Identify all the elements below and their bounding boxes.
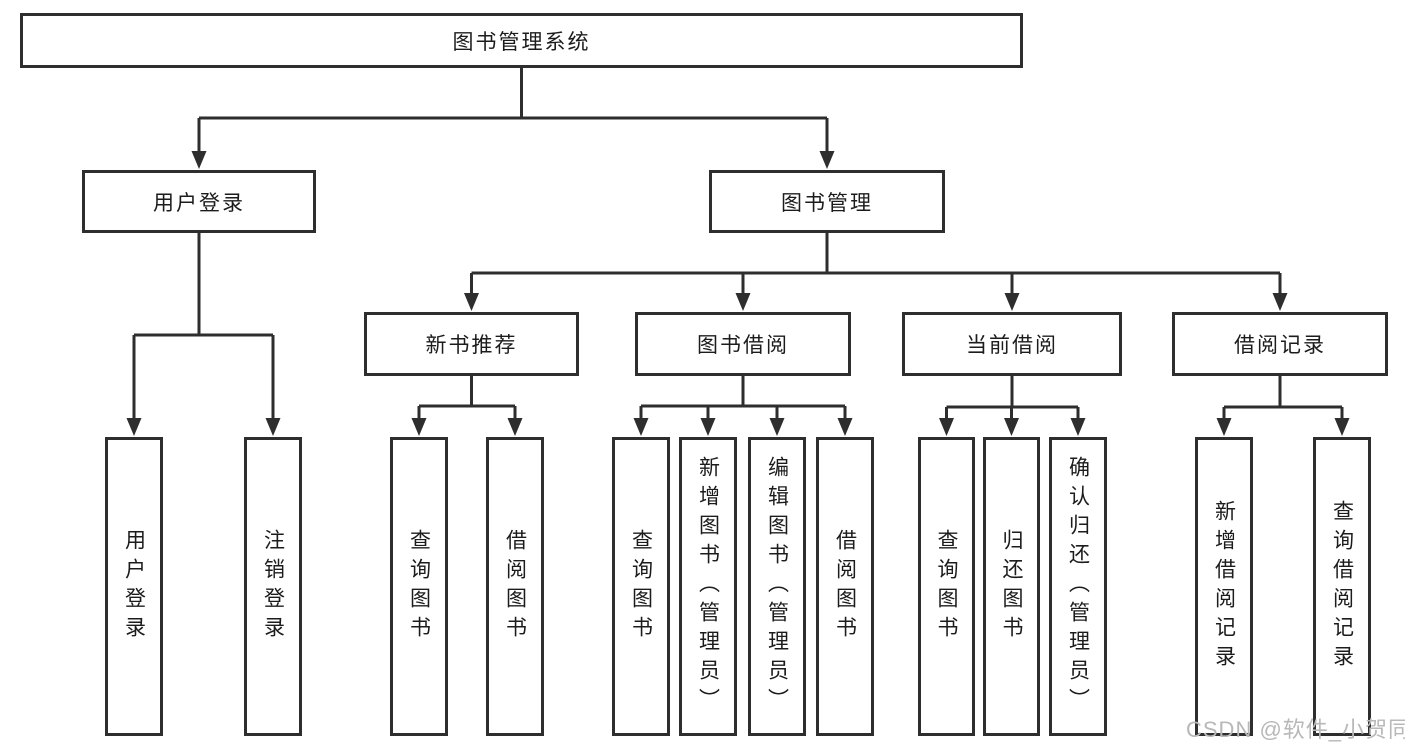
connector-borrow-records [1216,376,1350,436]
node-leaf-cb-query: 查询图书 [918,437,975,736]
node-label-root: 图书管理系统 [452,30,591,54]
node-leaf-bb-add: 新增图书（管理员） [679,437,737,736]
arrowhead-icon [126,418,142,436]
watermark: CSDN @软件_小贺同学 [1186,717,1405,742]
connector-path [132,233,275,425]
connector-path [945,376,1080,425]
node-label-leaf-nb-query: 查询图书 [407,528,431,645]
arrowhead-icon [700,418,716,436]
arrowhead-icon [1004,293,1020,311]
node-new-books: 新书推荐 [364,312,579,376]
arrowhead-icon [819,151,835,169]
node-label-new-books: 新书推荐 [425,334,518,357]
connector-path [197,68,829,158]
connector-new-books [411,376,523,436]
node-borrow-records: 借阅记录 [1172,312,1388,376]
node-leaf-bb-edit: 编辑图书（管理员） [748,437,806,736]
arrowhead-icon [191,151,207,169]
arrowhead-icon [411,418,427,436]
node-label-leaf-cb-return: 归还图书 [1000,528,1024,645]
node-leaf-br-query: 查询借阅记录 [1313,437,1371,736]
arrowhead-icon [633,418,649,436]
node-label-book-borrow: 图书借阅 [697,334,789,357]
arrowhead-icon [837,418,853,436]
node-leaf-user-login: 用户登录 [105,437,163,736]
node-label-leaf-cb-query: 查询图书 [935,528,959,645]
node-label-leaf-cb-confirm: 确认归还（管理员） [1066,456,1090,717]
arrowhead-icon [1070,418,1086,436]
node-label-leaf-br-add: 新增借阅记录 [1212,499,1236,674]
node-label-user-login: 用户登录 [153,191,245,215]
arrowhead-icon [735,293,751,311]
connector-user-login [126,233,281,436]
node-label-leaf-logout: 注销登录 [261,528,285,645]
arrowhead-icon [464,293,479,311]
node-book-mgmt: 图书管理 [709,170,945,233]
node-leaf-cb-confirm: 确认归还（管理员） [1049,437,1107,736]
node-label-leaf-user-login: 用户登录 [122,528,146,645]
arrowhead-icon [769,418,785,436]
arrowhead-icon [939,418,954,436]
arrowhead-icon [1216,418,1232,436]
arrowhead-icon [1272,293,1288,311]
node-leaf-nb-borrow: 借阅图书 [486,437,544,736]
node-label-leaf-bb-add: 新增图书（管理员） [696,456,720,717]
node-leaf-logout: 注销登录 [244,437,302,736]
arrowhead-icon [1334,418,1350,436]
arrowhead-icon [265,418,281,436]
arrowhead-icon [507,418,523,436]
connector-root [191,68,835,169]
node-label-leaf-bb-borrow: 借阅图书 [833,528,857,645]
node-label-borrow-records: 借阅记录 [1234,334,1326,357]
node-label-current-borrow: 当前借阅 [966,334,1058,357]
node-current-borrow: 当前借阅 [902,312,1122,376]
node-label-leaf-br-query: 查询借阅记录 [1330,499,1354,674]
connector-path [417,376,517,425]
connector-path [1222,376,1344,425]
connector-current-borrow [939,376,1086,436]
connector-path [639,376,847,425]
node-book-borrow: 图书借阅 [635,312,851,376]
node-label-leaf-bb-edit: 编辑图书（管理员） [765,456,789,717]
connector-path [470,233,1282,300]
node-user-login: 用户登录 [82,170,316,233]
connector-book-mgmt [464,233,1288,311]
node-leaf-bb-borrow: 借阅图书 [816,437,874,736]
node-leaf-nb-query: 查询图书 [390,437,448,736]
connector-book-borrow [633,376,853,436]
node-label-leaf-nb-borrow: 借阅图书 [503,528,527,645]
node-leaf-bb-query: 查询图书 [612,437,670,736]
node-label-book-mgmt: 图书管理 [781,191,873,215]
arrowhead-icon [1004,418,1019,436]
node-label-leaf-bb-query: 查询图书 [629,528,653,645]
node-leaf-cb-return: 归还图书 [983,437,1040,736]
node-root: 图书管理系统 [20,13,1023,68]
node-leaf-br-add: 新增借阅记录 [1195,437,1253,736]
